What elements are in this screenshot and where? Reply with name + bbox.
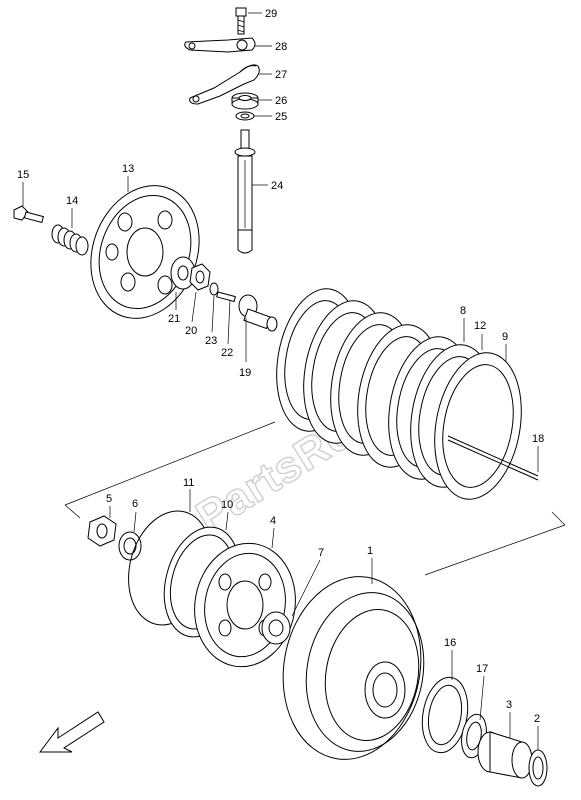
release-lever-assembly — [184, 7, 260, 254]
part-labels: 29 28 27 26 25 24 15 14 13 21 20 23 22 1… — [17, 8, 544, 750]
nut-part-20 — [189, 263, 211, 291]
part-label-2: 2 — [534, 713, 540, 725]
part-label-23: 23 — [205, 335, 217, 347]
shaft-part-24 — [234, 129, 256, 254]
washer-part-2 — [528, 749, 548, 787]
bolt-part-29 — [235, 7, 247, 35]
part-label-13: 13 — [122, 163, 134, 175]
part-label-27: 27 — [275, 69, 287, 81]
part-label-26: 26 — [275, 95, 287, 107]
part-label-19: 19 — [239, 367, 251, 379]
lever-part-28 — [184, 37, 256, 53]
assembly-frame — [64, 421, 566, 576]
gear-part-16 — [421, 676, 469, 754]
part-label-14: 14 — [66, 195, 78, 207]
part-label-8: 8 — [460, 305, 466, 317]
part-label-28: 28 — [275, 41, 287, 53]
part-label-1: 1 — [367, 545, 373, 557]
part-label-4: 4 — [270, 515, 276, 527]
part-label-18: 18 — [532, 433, 544, 445]
part-label-5: 5 — [106, 493, 112, 505]
bolt-part-15 — [13, 205, 44, 224]
pressure-plate-part-13 — [90, 185, 200, 319]
push-rod-part-18 — [447, 435, 539, 481]
clutch-housing-part-1 — [282, 576, 425, 760]
part-label-11: 11 — [183, 477, 194, 489]
part-label-10: 10 — [221, 499, 233, 511]
bolt-part-22 — [216, 291, 236, 303]
arrow-front-icon — [39, 711, 105, 753]
part-label-15: 15 — [17, 169, 29, 181]
clutch-plates-stack — [276, 288, 539, 500]
spring-part-14 — [51, 224, 89, 256]
part-label-24: 24 — [271, 180, 283, 192]
part-label-9: 9 — [502, 331, 508, 343]
washer-part-23 — [209, 282, 219, 296]
washer-part-25 — [235, 111, 255, 121]
seal-part-26 — [231, 92, 259, 110]
pressure-plate-group — [13, 185, 278, 332]
bearing-part-21 — [170, 256, 196, 290]
part-label-6: 6 — [132, 498, 138, 510]
part-label-17: 17 — [476, 663, 488, 675]
washer-part-7 — [261, 611, 291, 645]
push-piece-part-19 — [238, 294, 278, 332]
part-label-12: 12 — [474, 320, 486, 332]
clutch-hub-group — [87, 510, 548, 787]
part-label-22: 22 — [221, 347, 233, 359]
part-label-16: 16 — [444, 637, 456, 649]
part-label-3: 3 — [506, 699, 512, 711]
lever-part-27 — [189, 64, 260, 105]
part-label-7: 7 — [318, 547, 324, 559]
part-label-29: 29 — [265, 8, 277, 20]
part-label-21: 21 — [168, 313, 180, 325]
sleeve-part-3 — [477, 731, 533, 779]
part-label-20: 20 — [185, 325, 197, 337]
part-label-25: 25 — [275, 111, 287, 123]
nut-part-5 — [87, 515, 117, 547]
washer-part-6 — [118, 531, 142, 561]
